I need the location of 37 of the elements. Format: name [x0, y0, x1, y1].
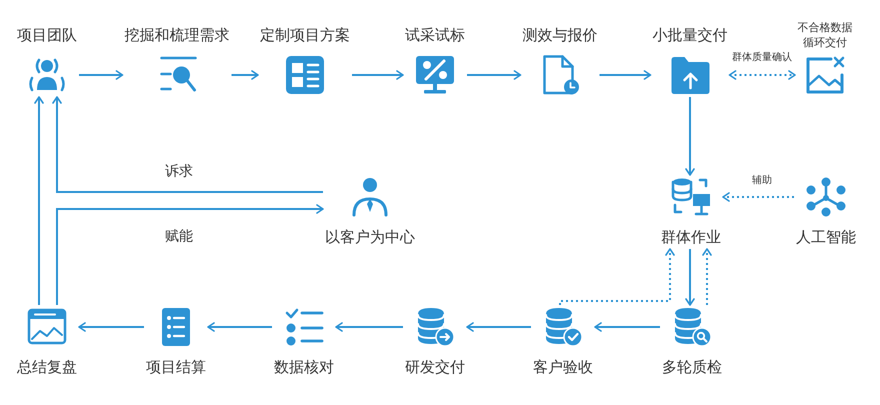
arrow [79, 70, 124, 80]
arrow [56, 204, 324, 305]
node-label: 小批量交付 [652, 25, 728, 45]
arrow [232, 70, 259, 80]
arrow [685, 97, 695, 176]
dotted-double-arrow [728, 70, 796, 80]
arrow [466, 322, 531, 332]
node-label: 群体作业 [661, 227, 721, 247]
node-label: 试采试标 [405, 25, 465, 45]
node-label: 测效与报价 [522, 25, 598, 45]
edge-label: 辅助 [751, 174, 773, 188]
node-label: 客户验收 [533, 357, 593, 377]
arrow [52, 96, 323, 193]
node-label: 挖掘和梳理需求 [124, 25, 230, 45]
node-label: 多轮质检 [662, 357, 722, 377]
arrow [207, 322, 272, 332]
node-label: 项目团队 [17, 25, 77, 45]
dotted-arrow [722, 192, 794, 202]
arrow [352, 70, 404, 80]
edge-label: 群体质量确认 [731, 52, 793, 64]
arrow [600, 70, 652, 80]
arrow [467, 70, 522, 80]
node-label: 不合格数据循环交付 [797, 20, 853, 50]
arrow [335, 322, 403, 332]
node-label: 总结复盘 [17, 357, 77, 377]
arrow [594, 322, 660, 332]
node-label: 以客户为中心 [325, 227, 415, 247]
dotted-arrow [702, 248, 712, 305]
node-label: 数据核对 [274, 357, 334, 377]
node-label: 定制项目方案 [260, 25, 350, 45]
node-label: 人工智能 [796, 227, 856, 247]
node-label: 研发交付 [405, 357, 465, 377]
arrow [685, 249, 695, 306]
arrow [78, 322, 144, 332]
arrow [34, 96, 44, 305]
dotted-arrow [559, 248, 675, 305]
node-label: 项目结算 [146, 357, 206, 377]
